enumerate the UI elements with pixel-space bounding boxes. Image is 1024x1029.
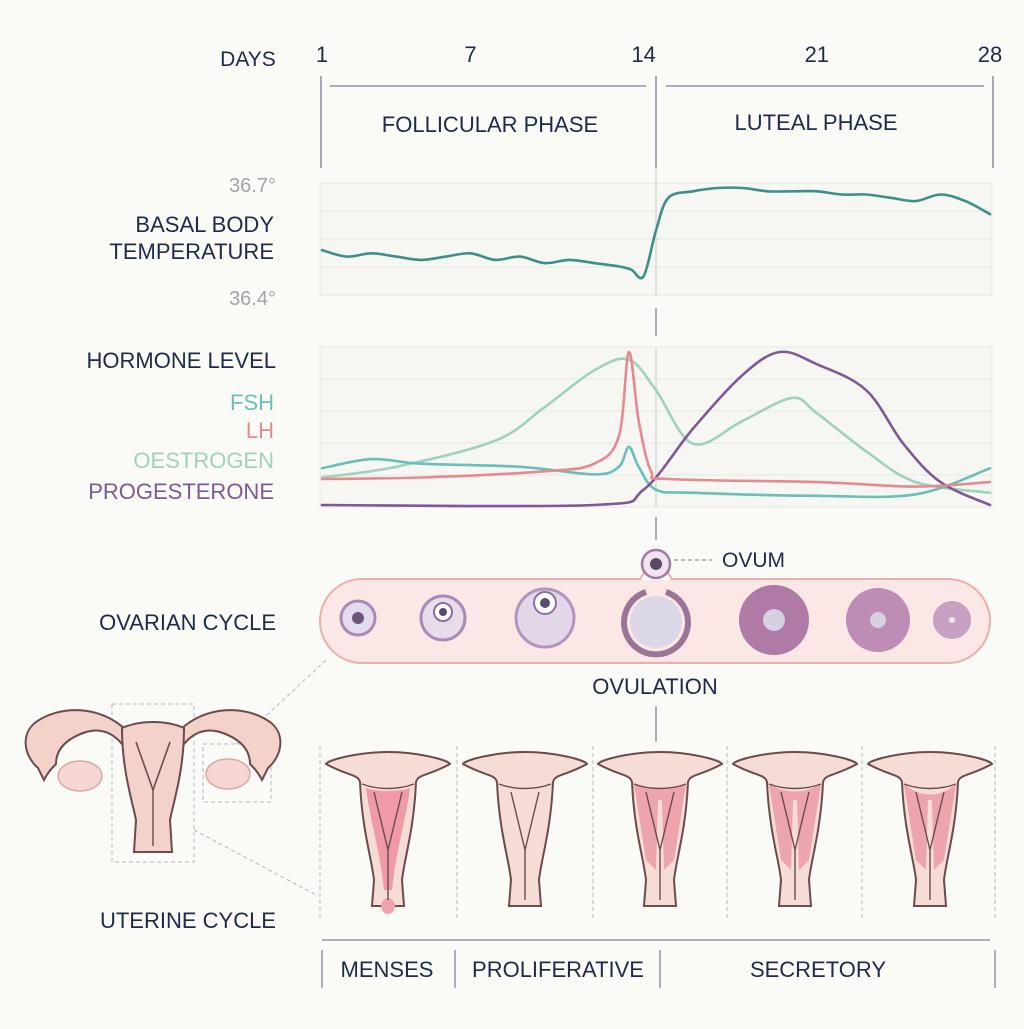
right-ovary (205, 758, 251, 790)
bbt-series-line (320, 186, 992, 280)
corpus-luteum (739, 585, 809, 655)
left-fallopian-tube (24, 709, 128, 783)
uterus-selection-box (111, 703, 195, 863)
secretory-label: SECRETORY (750, 957, 886, 982)
corpus-albicans-center (949, 617, 955, 623)
bbt-label-line1: BASAL BODY (135, 212, 274, 237)
uterus-outline (731, 750, 859, 907)
right-fallopian-tube (178, 709, 282, 783)
uterine-stage-bracket (321, 939, 996, 988)
day-tick-label: 21 (805, 42, 829, 67)
follicle-tertiary (514, 587, 576, 649)
uterus-body (120, 721, 186, 853)
endometrial-lining (634, 784, 686, 870)
uterus-stage-4 (731, 750, 859, 907)
uterus-stage-2 (461, 750, 589, 907)
hormone-level-label: HORMONE LEVEL (87, 348, 277, 373)
uterus-outline (866, 750, 994, 907)
uterine-cavity (768, 783, 822, 900)
legend-lh: LH (246, 418, 274, 443)
ovum (640, 548, 672, 580)
follicle-ruptured (621, 589, 691, 658)
uterus-stage-1 (324, 750, 452, 914)
ovarian-cycle-label: OVARIAN CYCLE (99, 610, 276, 635)
corpus-luteum-center (763, 609, 785, 631)
follicle-nucleus (540, 598, 550, 608)
day-tick-label: 28 (978, 42, 1002, 67)
follicle-oocyte (352, 612, 364, 624)
proliferative-label: PROLIFERATIVE (472, 957, 644, 982)
menstrual-flow (366, 788, 410, 890)
uterus-outline (461, 750, 589, 907)
legend-progesterone: PROGESTERONE (88, 479, 274, 504)
uterus-zoom-line (193, 829, 319, 897)
corpus-albicans (933, 601, 971, 639)
luteal-phase-label: LUTEAL PHASE (734, 110, 897, 135)
follicle-secondary (419, 594, 467, 642)
fsh-series-line (320, 445, 992, 499)
endometrial-lining (769, 784, 821, 870)
follicle-nucleus (439, 608, 447, 616)
uterine-cavity (903, 783, 957, 900)
ruptured-cavity (630, 596, 682, 648)
ovum-label: OVUM (722, 549, 785, 572)
uterus-stage-5 (866, 750, 994, 907)
uterine-cavity (633, 783, 687, 900)
uterine-cycle-label: UTERINE CYCLE (100, 908, 276, 933)
uterine-stage-illustrations (324, 750, 994, 914)
corpus-luteum-center (870, 612, 886, 628)
progesterone-series-line (320, 350, 992, 508)
endometrial-lining (904, 784, 956, 870)
follicle-primary (339, 599, 377, 637)
uterus-stage-3 (596, 750, 724, 907)
ovulation-label: OVULATION (592, 674, 718, 699)
day-tick-label: 7 (464, 42, 476, 67)
hormone-series-group (320, 350, 992, 508)
follicle-outer (514, 587, 576, 649)
legend-fsh: FSH (230, 390, 274, 415)
day-tick-label: 14 (631, 42, 655, 67)
follicular-phase-label: FOLLICULAR PHASE (382, 112, 598, 137)
menses-label: MENSES (341, 957, 434, 982)
uterine-stage-dividers (319, 746, 996, 920)
lh-series-line (320, 350, 992, 488)
ovum-nucleus (650, 558, 662, 570)
ruptured-wall (621, 589, 691, 658)
legend-oestrogen: OESTROGEN (133, 448, 274, 473)
uterus-outline (596, 750, 724, 907)
bbt-label-line2: TEMPERATURE (109, 239, 274, 264)
uterine-cavity (361, 783, 415, 900)
oestrogen-series-line (320, 357, 992, 495)
menstrual-drop (381, 898, 395, 914)
temp-high-label: 36.7° (229, 175, 276, 197)
uterine-cavity (498, 783, 552, 900)
corpus-luteum-regressing (846, 588, 910, 652)
day-tick-label: 1 (316, 42, 328, 67)
day-ticks: 1 7 14 21 28 (316, 42, 1002, 67)
temp-low-label: 36.4° (229, 288, 276, 310)
left-ovary (57, 760, 103, 792)
phase-brackets (320, 76, 994, 168)
days-label: DAYS (220, 48, 276, 71)
uterus-illustration (24, 659, 327, 897)
